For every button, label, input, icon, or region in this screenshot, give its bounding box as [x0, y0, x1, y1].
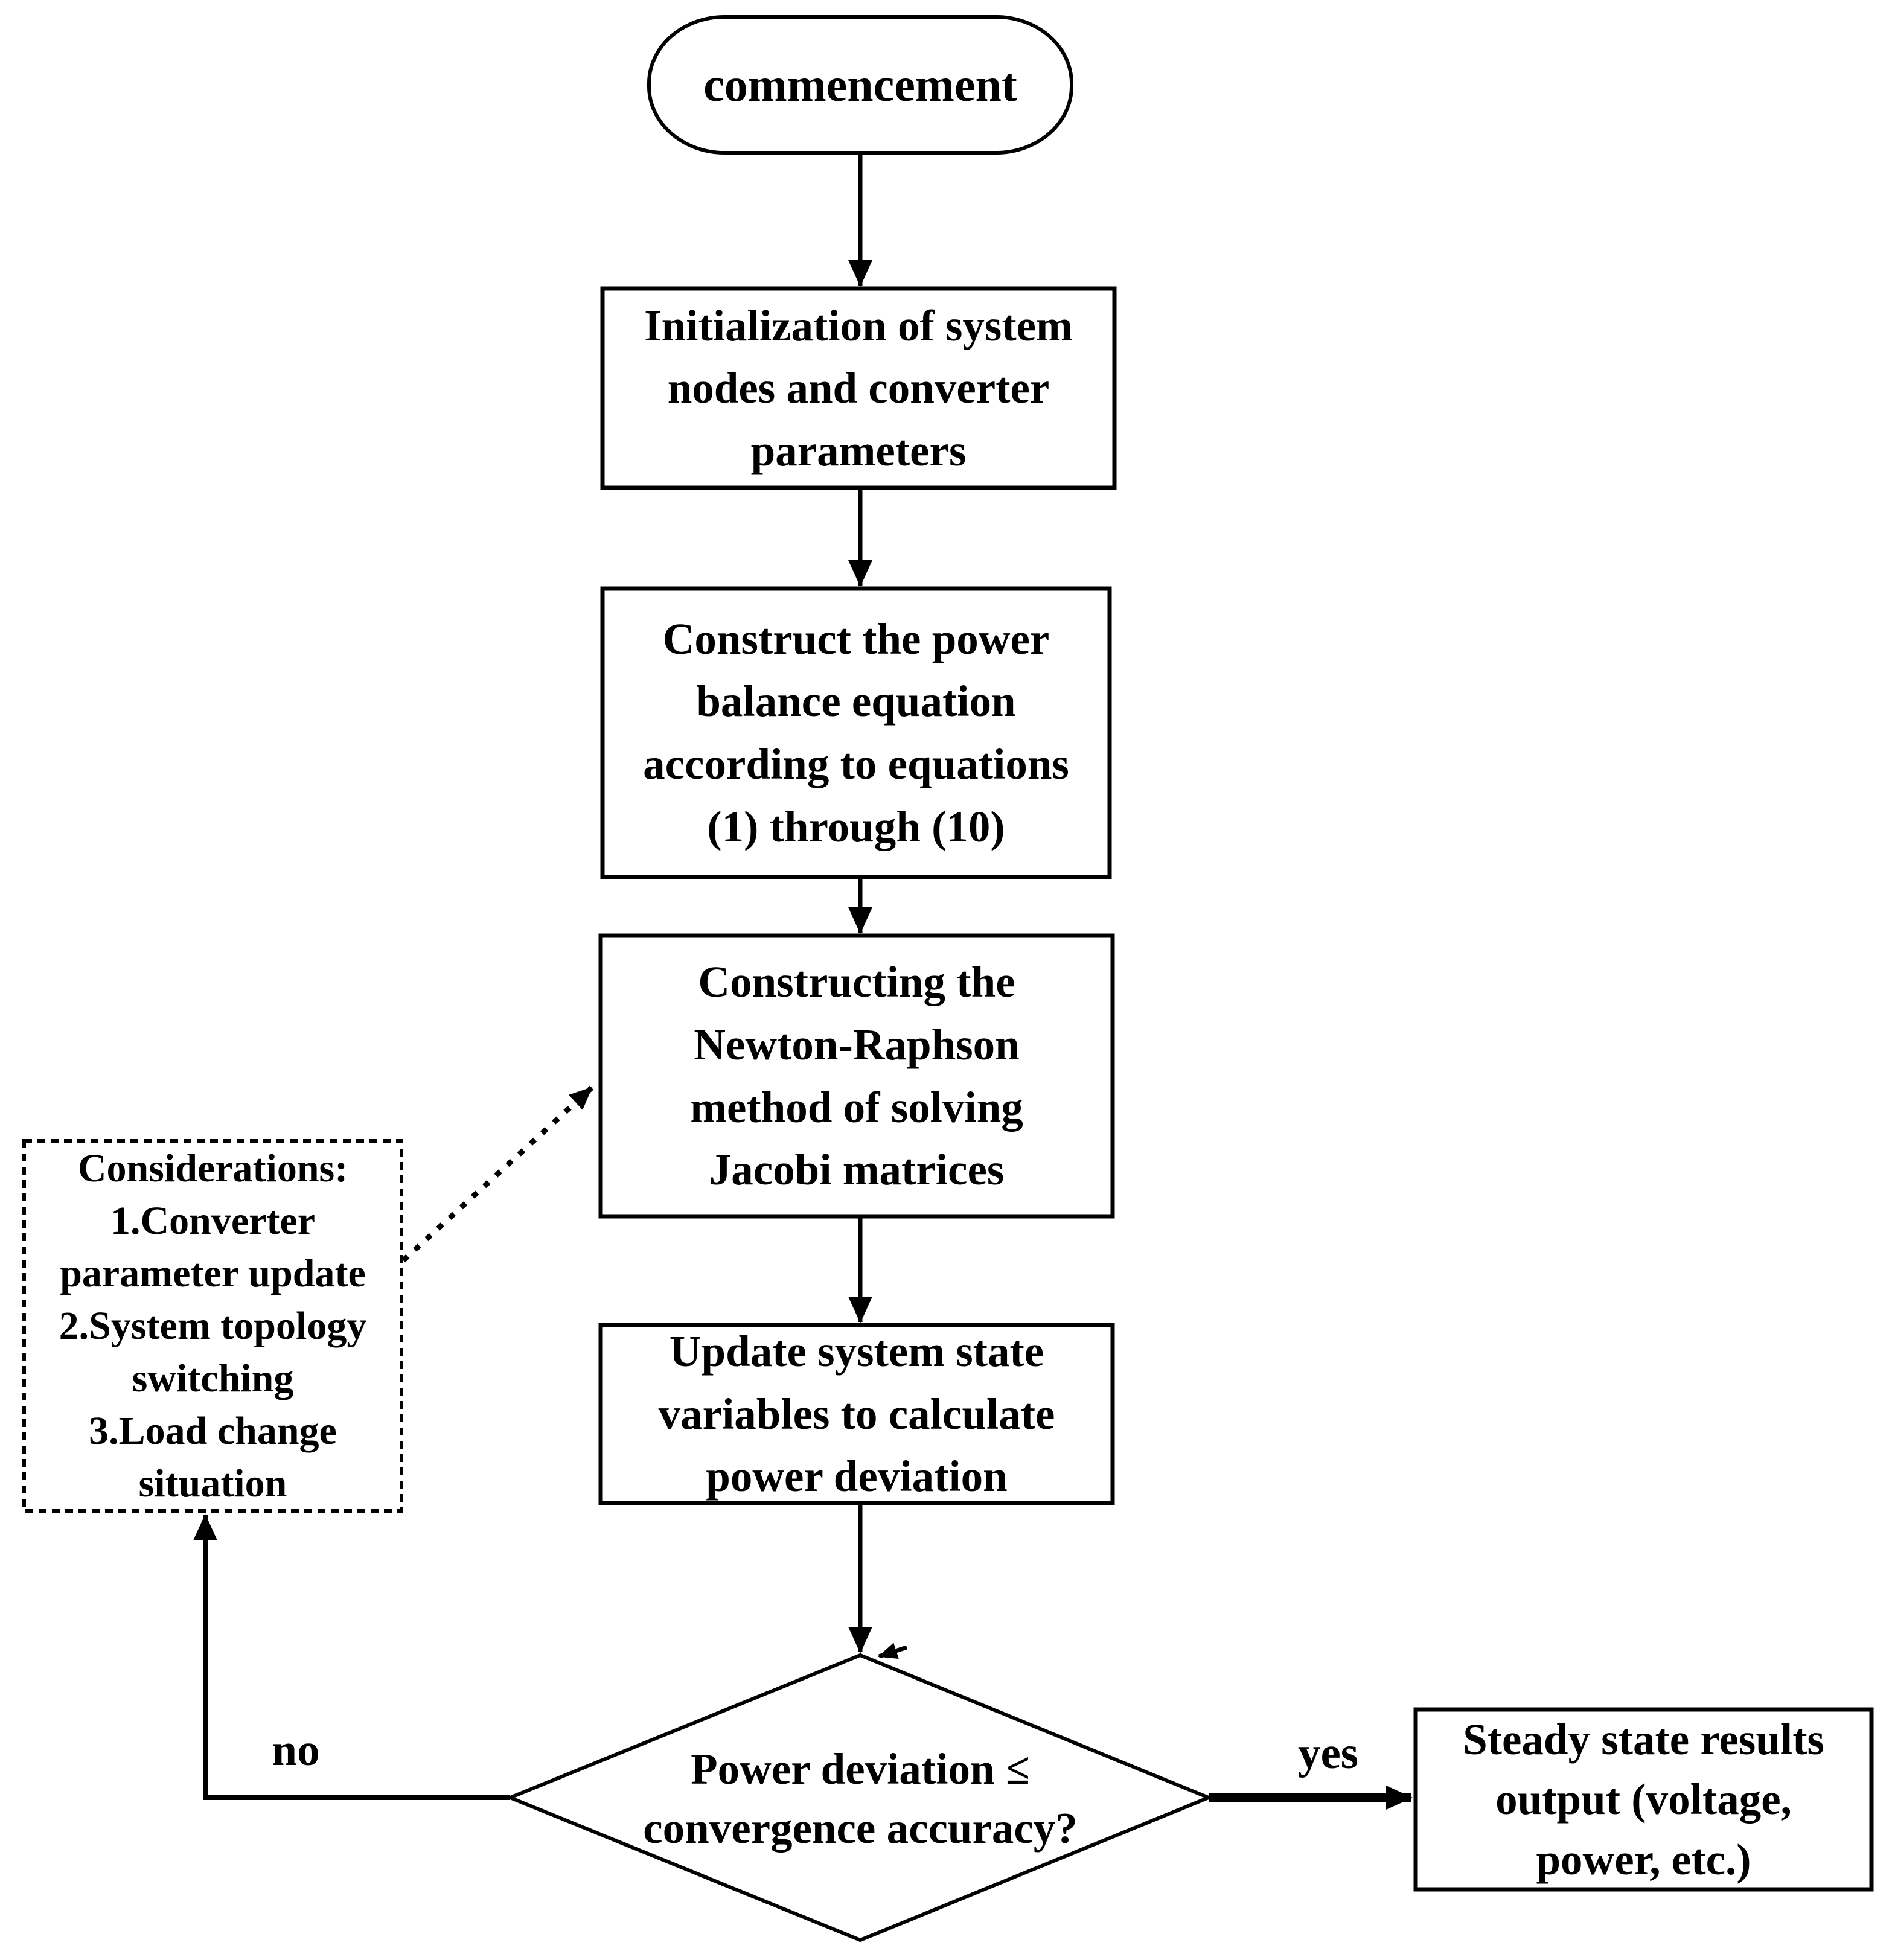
edge-no-return-arrow — [193, 1514, 510, 1800]
decision-diamond-shape — [505, 1653, 1213, 1942]
init-box-shape — [600, 286, 1117, 490]
output-box-shape — [1413, 1707, 1874, 1892]
start-node-shape — [647, 15, 1073, 155]
edge-considerations-newton-dotted-arrow — [401, 1085, 594, 1263]
construct-box-shape — [600, 586, 1112, 879]
apex-artifact-arrow — [878, 1642, 908, 1659]
newton-box-shape — [598, 933, 1115, 1219]
considerations-box-shape — [22, 1139, 403, 1513]
update-box-shape — [598, 1323, 1115, 1505]
